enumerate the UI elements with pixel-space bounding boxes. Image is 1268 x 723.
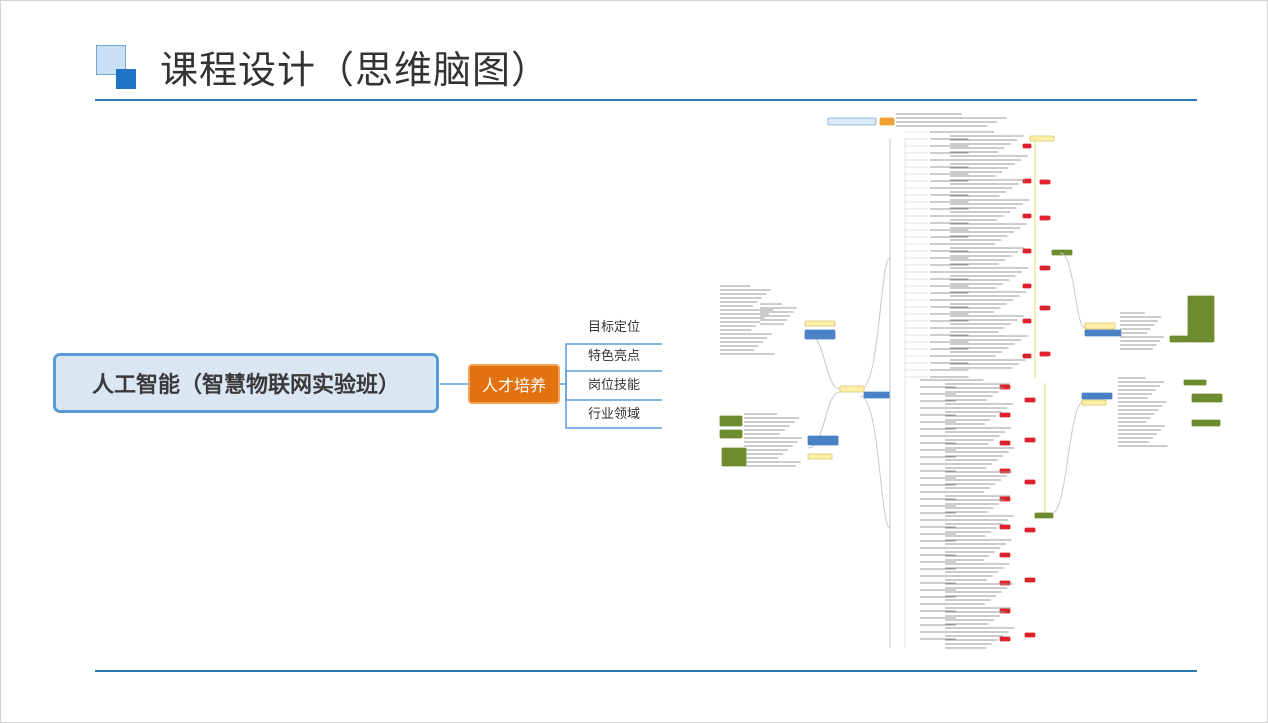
- root-node: 人工智能（智慧物联网实验班）: [53, 353, 439, 413]
- title-divider: [95, 99, 1197, 101]
- branch-goal: 目标定位: [588, 320, 641, 335]
- mindmap-thumbnail: [719, 113, 1223, 649]
- branch-skills: 岗位技能: [588, 378, 641, 393]
- center-node: 人才培养: [468, 364, 560, 404]
- branch-industry: 行业领域: [588, 407, 641, 422]
- footer-divider: [95, 670, 1197, 672]
- overlapping-squares-icon: [96, 45, 136, 91]
- page-title: 课程设计（思维脑图）: [160, 48, 551, 92]
- branch-features: 特色亮点: [588, 349, 641, 364]
